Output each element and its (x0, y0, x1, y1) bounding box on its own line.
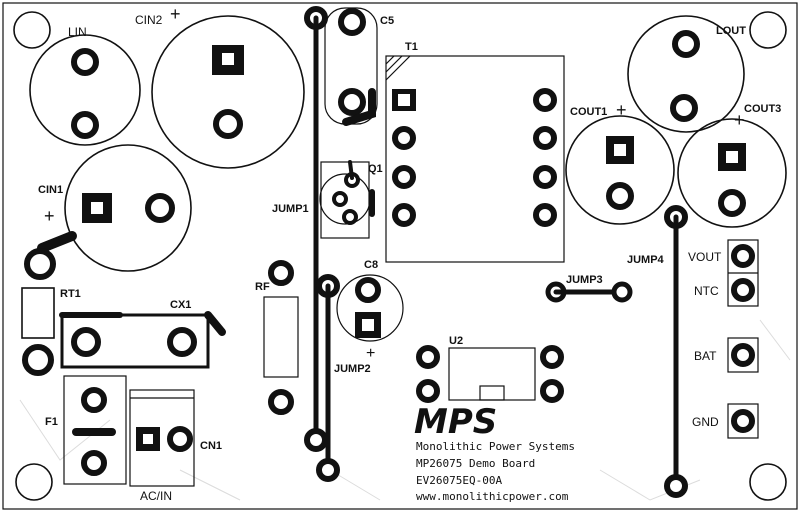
label-jump1: JUMP1 (272, 203, 309, 215)
label-cout3: COUT3 (744, 103, 781, 115)
component-f1: F1 (45, 375, 127, 485)
component-jump3: JUMP3 (545, 274, 633, 303)
polarity-mark-cout3: + (734, 110, 745, 130)
label-ntc: NTC (694, 284, 719, 298)
label-cn1: CN1 (200, 440, 222, 452)
label-t1: T1 (405, 41, 418, 53)
component-jump4: JUMP4 (627, 205, 688, 498)
component-cin2: CIN2 + (135, 4, 305, 169)
label-acin: AC/IN (140, 489, 172, 503)
polarity-mark-cout1: + (616, 100, 627, 120)
component-lout: LOUT (627, 15, 746, 133)
label-rf: RF (255, 281, 270, 293)
component-jump1: JUMP1 (272, 6, 328, 452)
component-q1: Q1 (319, 160, 383, 239)
polarity-mark-cin2: + (170, 4, 181, 24)
component-c8: C8 + (336, 259, 404, 362)
info-line-part: EV26075EQ-00A (416, 474, 502, 487)
label-rt1: RT1 (60, 288, 81, 300)
mounting-hole-bottom-right (749, 463, 787, 501)
label-lin: LIN (68, 25, 87, 39)
label-c8: C8 (364, 259, 378, 271)
label-c5: C5 (380, 15, 394, 27)
label-jump2: JUMP2 (334, 363, 371, 375)
info-line-board: MP26075 Demo Board (416, 457, 535, 470)
label-vout: VOUT (688, 250, 722, 264)
board-info-block: MPS Monolithic Power Systems MP26075 Dem… (414, 402, 575, 503)
label-jump3: JUMP3 (566, 274, 603, 286)
terminal-header: VOUT NTC BAT GND (688, 239, 759, 439)
component-cin1: CIN1 + (38, 144, 192, 272)
polarity-mark-c8: + (366, 345, 375, 362)
label-q1: Q1 (368, 163, 383, 175)
label-jump4: JUMP4 (627, 254, 665, 266)
label-u2: U2 (449, 335, 463, 347)
label-lout: LOUT (716, 25, 746, 37)
component-cx1: CX1 (59, 299, 226, 369)
component-cout3: COUT3 + (677, 103, 787, 228)
mounting-hole-top-right (749, 11, 787, 49)
component-rf: RF (255, 260, 299, 415)
mounting-hole-bottom-left (15, 463, 53, 501)
component-lin: LIN (29, 25, 141, 146)
mounting-hole-top-left (13, 11, 51, 49)
label-cin2: CIN2 (135, 13, 163, 27)
component-c5: C5 (324, 7, 394, 126)
component-t1: T1 (385, 41, 565, 263)
info-line-url: www.monolithicpower.com (416, 490, 569, 503)
component-cn1: CN1 AC/IN (129, 389, 222, 503)
component-rt1: RT1 (21, 231, 81, 376)
label-cout1: COUT1 (570, 106, 607, 118)
label-cx1: CX1 (170, 299, 191, 311)
info-line-company: Monolithic Power Systems (416, 440, 575, 453)
label-f1: F1 (45, 416, 58, 428)
component-jump2: JUMP2 (316, 274, 371, 482)
label-gnd: GND (692, 415, 719, 429)
polarity-mark-cin1: + (44, 206, 55, 226)
mps-logo: MPS (414, 402, 497, 442)
component-u2: U2 (416, 335, 564, 403)
label-bat: BAT (694, 349, 717, 363)
component-cout1: COUT1 + (565, 100, 675, 225)
label-cin1: CIN1 (38, 184, 63, 196)
